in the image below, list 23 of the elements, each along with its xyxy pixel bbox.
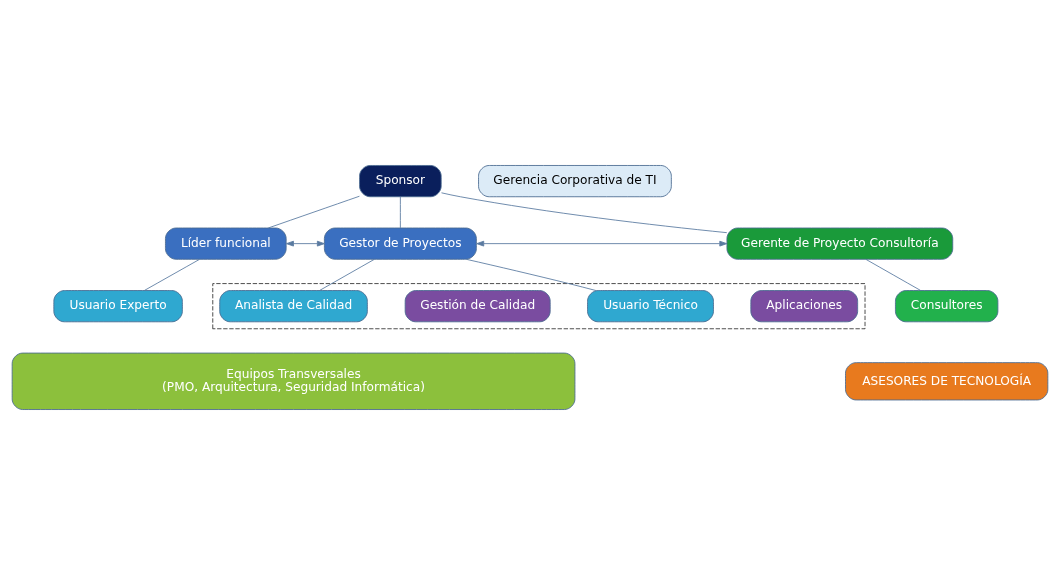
node-box: ASESORES DE TECNOLOGÍA <box>845 362 1049 401</box>
node-box: Equipos Transversales (PMO, Arquitectura, Seguridad Informática) <box>11 352 576 410</box>
connector <box>399 196 401 229</box>
connector <box>865 258 921 291</box>
node-box: Líder funcional <box>165 227 287 260</box>
connector <box>466 258 597 291</box>
node-box: Usuario Técnico <box>587 290 714 323</box>
arrow <box>476 240 728 247</box>
node-box: Gerente de Proyecto Consultoría <box>726 227 954 260</box>
node-box: Consultores <box>895 290 999 323</box>
arrow <box>286 240 325 247</box>
node-box: Analista de Calidad <box>219 290 368 323</box>
node-box: Gerencia Corporativa de TI <box>478 165 672 198</box>
connector <box>144 258 200 291</box>
connector <box>441 192 728 234</box>
cluster <box>212 283 866 330</box>
node-box: Aplicaciones <box>750 290 859 323</box>
connector <box>319 258 375 291</box>
node-box: Usuario Experto <box>53 290 183 323</box>
node-box: Gestión de Calidad <box>404 290 551 323</box>
connector <box>267 195 360 229</box>
node-box: Sponsor <box>359 165 442 198</box>
node-box: Gestor de Proyectos <box>323 227 477 260</box>
